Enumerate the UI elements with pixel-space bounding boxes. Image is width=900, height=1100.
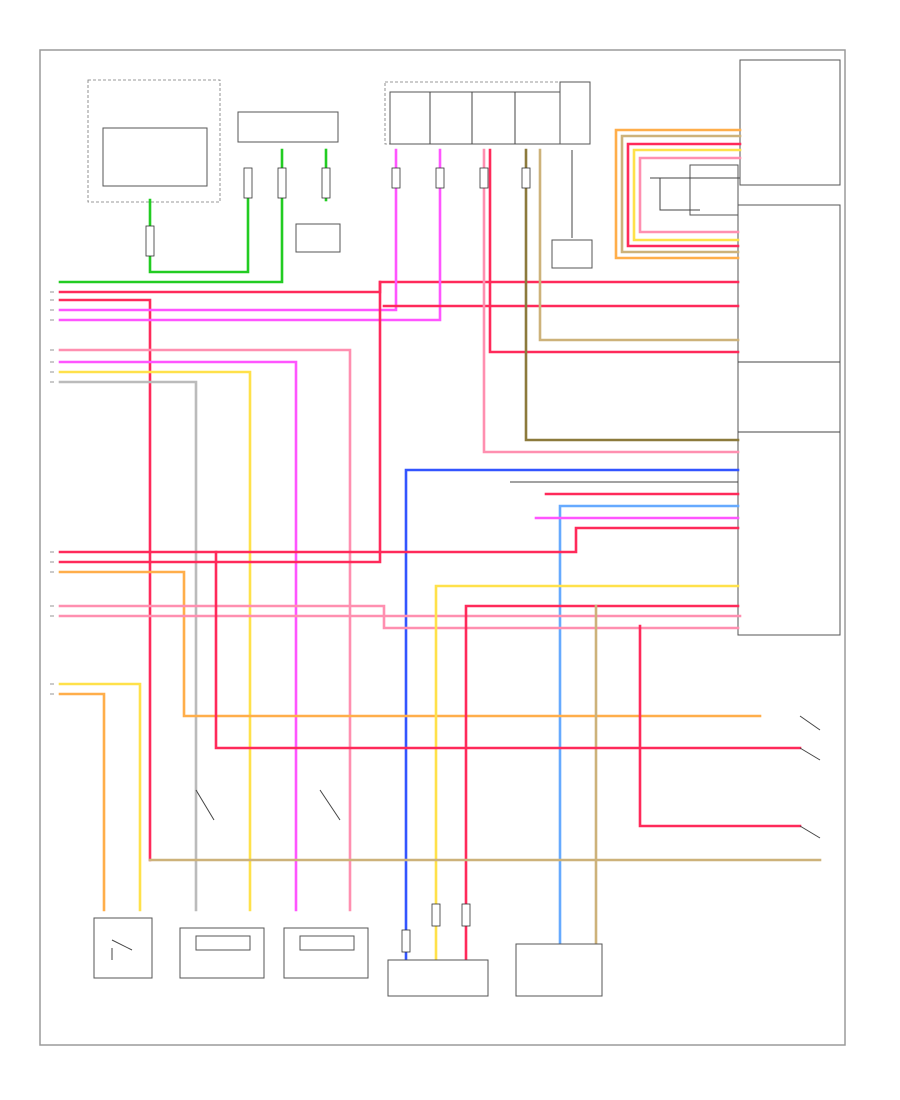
pink-wire-row-3	[58, 348, 352, 912]
passenger-pretensioner-box	[515, 943, 603, 997]
connector-c5	[391, 167, 401, 189]
connector-c2	[243, 167, 253, 199]
connector-c1	[145, 225, 155, 257]
connector-c8	[521, 167, 531, 189]
orange-wire-left	[58, 692, 106, 912]
black-wire-tr	[650, 177, 740, 211]
yellow-wire-tr	[632, 148, 742, 242]
passenger-presence-sensor-inner	[195, 935, 251, 951]
red-wire-group	[58, 148, 740, 912]
red-wire-row-4	[488, 148, 740, 354]
red-wire-low-5	[638, 624, 802, 828]
top-right-module-box	[739, 59, 841, 186]
right-side-switch-2	[799, 747, 821, 761]
yellow-wire-left	[58, 682, 142, 912]
connector-c6	[435, 167, 445, 189]
seat-switch-left	[195, 789, 215, 821]
red-wire-low-2	[58, 280, 382, 564]
magenta-wire-row-4	[58, 360, 298, 912]
driver-seat-belt-switch-box	[93, 917, 153, 979]
orange-wire-tr	[614, 128, 742, 260]
connector-module-box	[237, 111, 339, 143]
orange-wire-low	[58, 570, 762, 718]
top-right-module	[689, 59, 841, 216]
gray-wire-row	[58, 380, 198, 912]
connector-c7	[479, 167, 489, 189]
olive-wire-1	[524, 148, 740, 442]
fuse-block-box	[389, 91, 561, 145]
connector-c4	[321, 167, 331, 199]
fuse-block-side-box	[559, 81, 591, 145]
driver-switch-contact	[111, 939, 133, 960]
tan-wire-tr	[620, 134, 742, 254]
pink-wire-row-1	[58, 148, 398, 312]
connector-markers	[145, 167, 531, 953]
red-wire-row-2	[58, 298, 152, 862]
fuse-block	[384, 81, 593, 269]
right-side-switch-1	[799, 715, 821, 731]
sensing-sub-box	[102, 127, 208, 187]
pin-tick-marks	[50, 291, 54, 695]
pink-vertical-1	[482, 148, 740, 454]
lower-wire-group	[58, 280, 822, 962]
red-wire-low-1	[58, 526, 740, 554]
connector-c3	[277, 167, 287, 199]
junction-box-small	[295, 223, 341, 253]
pink-wire-tr	[638, 156, 742, 234]
yellow-wire-low	[434, 584, 740, 962]
pink-wire-row-2	[58, 148, 442, 322]
seat-switch-right	[319, 789, 341, 821]
driver-seat-position-inner	[299, 935, 355, 951]
bottom-components	[93, 715, 821, 997]
inflatable-restraint-sensor-box	[387, 959, 489, 997]
red-wire-tr	[626, 142, 742, 248]
blue-wire-group	[404, 468, 740, 962]
diagram-frame	[39, 49, 846, 1046]
connector-c11	[461, 903, 471, 927]
ground-box	[551, 239, 593, 269]
top-left-module-group	[87, 79, 341, 253]
top-right-wire-group	[614, 128, 742, 260]
inflatable-restraint-sensing-module	[737, 204, 841, 636]
right-side-switch-3	[799, 825, 821, 839]
connector-c9	[401, 929, 411, 953]
tan-wire-1	[538, 148, 740, 342]
red-wire-row-1	[58, 280, 740, 294]
tan-wire-group	[482, 148, 740, 454]
connector-c10	[431, 903, 441, 927]
sensing-module-box	[737, 204, 841, 636]
inner-connector-box	[689, 164, 739, 216]
light-blue-wire	[558, 504, 740, 962]
yellow-wire-row	[58, 370, 252, 912]
red-wire-low-3	[464, 604, 740, 962]
red-wire-low-4	[214, 550, 802, 750]
top-left-dashed-box	[87, 79, 221, 203]
